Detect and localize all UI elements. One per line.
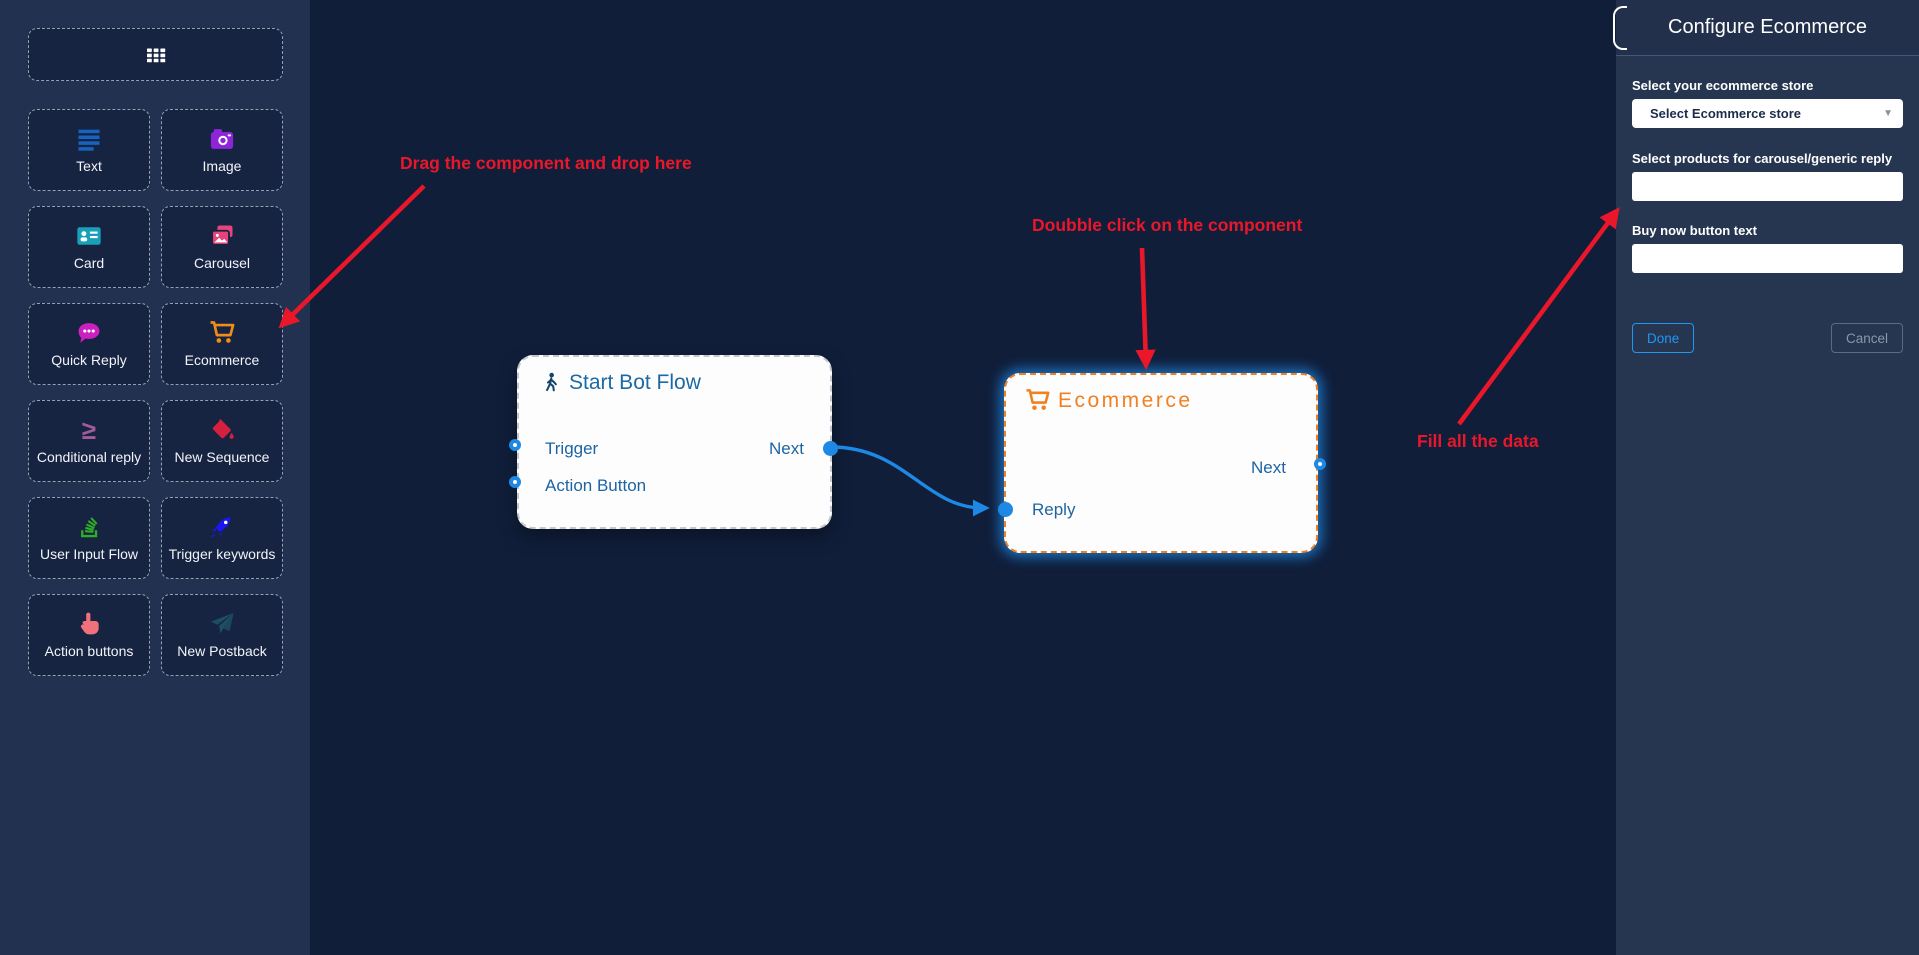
port-next-handle[interactable] [1314,458,1326,470]
port-reply-handle[interactable] [998,502,1013,517]
tile-label: New Postback [177,643,267,659]
tile-label: Text [76,158,102,174]
cancel-button[interactable]: Cancel [1830,323,1903,353]
port-action-button-handle[interactable] [509,476,521,488]
tile-label: User Input Flow [39,546,139,562]
port-reply-label: Reply [1032,500,1076,519]
component-tile-user-input-flow[interactable]: User Input Flow [28,497,150,579]
component-tile-quick-reply[interactable]: Quick Reply [28,303,150,385]
paint-bucket-icon [208,414,236,446]
port-trigger-label: Trigger [545,439,599,458]
port-action-button-label: Action Button [545,476,647,495]
header-bracket [1613,6,1627,50]
ecommerce-store-select[interactable]: Select Ecommerce store ▼ [1632,99,1903,128]
carousel-icon [208,220,236,252]
buy-now-label: Buy now button text [1632,223,1757,238]
rocket-icon [208,511,236,543]
paper-plane-icon [208,608,236,640]
annotation-double-click: Doubble click on the component [1032,215,1303,235]
components-menu-tile[interactable] [28,28,283,81]
component-tile-carousel[interactable]: Carousel [161,206,283,288]
walking-person-icon [546,372,557,391]
cart-icon [208,317,236,349]
red-arrow-fill-data [1457,207,1620,426]
tile-label: Action buttons [44,643,134,659]
tile-label: Quick Reply [51,352,127,368]
port-next-label: Next [1251,458,1286,477]
panel-actions: Done Cancel [1632,323,1903,353]
node-title-text: Ecommerce [1058,388,1193,412]
node-title: Ecommerce [1024,387,1193,414]
component-tile-new-sequence[interactable]: New Sequence [161,400,283,482]
grid-icon [146,48,165,62]
chat-bubble-icon [75,317,103,349]
component-tile-card[interactable]: Card [28,206,150,288]
node-start-bot-flow[interactable]: Start Bot Flow Trigger Action Button Nex… [509,355,838,529]
annotation-fill-data: Fill all the data [1417,431,1539,451]
component-sidebar: Text Image [0,0,310,955]
greater-equal-icon: ≥ [81,415,97,445]
annotation-drag-drop: Drag the component and drop here [400,153,692,173]
node-title-text: Start Bot Flow [569,371,701,394]
chevron-down-icon: ▼ [1883,108,1893,119]
component-tile-image[interactable]: Image [161,109,283,191]
port-next-handle[interactable] [823,441,838,456]
text-icon [75,123,103,155]
tile-label: Image [202,158,242,174]
hand-pointer-icon [75,608,103,640]
connector-next-to-reply [830,445,990,517]
tile-label: New Sequence [174,449,270,465]
panel-header: Configure Ecommerce [1613,0,1919,56]
component-tile-action-buttons[interactable]: Action buttons [28,594,150,676]
node-title: Start Bot Flow [539,371,701,395]
done-button[interactable]: Done [1632,323,1695,353]
tile-label: Trigger keywords [168,546,276,562]
panel-title: Configure Ecommerce [1668,16,1867,38]
configure-panel: Configure Ecommerce Select your ecommerc… [1613,0,1919,955]
tile-label: Conditional reply [36,449,142,465]
component-tile-trigger-keywords[interactable]: Trigger keywords [161,497,283,579]
cart-icon [1026,389,1050,410]
tile-label: Ecommerce [184,352,260,368]
port-trigger-handle[interactable] [509,439,521,451]
select-value: Select Ecommerce store [1650,106,1802,121]
red-arrow-double-click [1135,247,1156,371]
camera-icon [208,123,236,155]
buy-now-input[interactable] [1632,244,1903,273]
products-label: Select products for carousel/generic rep… [1632,151,1893,166]
port-next-label: Next [769,439,804,458]
component-tile-ecommerce[interactable]: Ecommerce [161,303,283,385]
panel-body: Select your ecommerce store Select Ecomm… [1616,56,1919,353]
component-tile-text[interactable]: Text [28,109,150,191]
tile-label: Carousel [193,255,251,271]
stack-icon [75,511,103,543]
component-tile-conditional-reply[interactable]: ≥ Conditional reply [28,400,150,482]
component-grid: Text Image [28,109,283,676]
component-tile-new-postback[interactable]: New Postback [161,594,283,676]
store-label: Select your ecommerce store [1632,78,1814,93]
node-ecommerce[interactable]: Ecommerce Next Reply [998,373,1326,553]
products-input[interactable] [1632,172,1903,201]
card-icon [75,220,103,252]
tile-label: Card [73,255,105,271]
